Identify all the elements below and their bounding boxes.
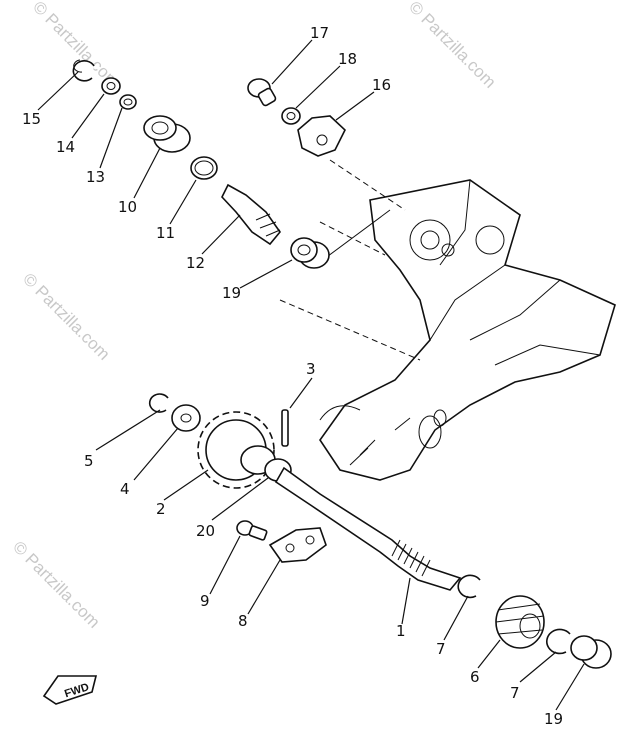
leader-lines	[37, 39, 585, 711]
callout-4: 4	[120, 480, 130, 498]
callout-15: 15	[22, 110, 41, 128]
callout-3: 3	[306, 360, 316, 378]
part-19-bushing-lower	[570, 635, 612, 669]
callout-12: 12	[186, 254, 205, 272]
part-2-gear	[197, 411, 276, 489]
part-11-o-ring	[190, 156, 218, 180]
callout-8: 8	[238, 612, 248, 630]
callout-14: 14	[56, 138, 75, 156]
crankcase-housing	[319, 179, 616, 481]
fwd-arrow: FWD	[42, 675, 98, 705]
part-4-washer	[171, 404, 201, 432]
callout-17: 17	[310, 24, 329, 42]
callout-7-right: 7	[510, 684, 520, 702]
callout-6: 6	[470, 668, 480, 686]
part-18-washer	[281, 107, 301, 125]
callout-1: 1	[396, 622, 406, 640]
part-12-pinion-shaft	[221, 183, 282, 246]
callout-11: 11	[156, 224, 175, 242]
watermark-middle-left: © Partzilla.com	[19, 269, 113, 363]
part-10-housing-bushing	[143, 115, 191, 153]
callout-10: 10	[118, 198, 137, 216]
part-17-bolt	[247, 78, 277, 107]
callout-16: 16	[372, 76, 391, 94]
part-9-bolt	[236, 520, 268, 541]
part-7-circlip-right	[546, 628, 571, 655]
part-3-pin	[281, 409, 289, 447]
callout-19-upper: 19	[222, 284, 241, 302]
callouts: 17 18 16 15 14 13 10 11 12 19 3 5 4 2 20…	[22, 24, 563, 728]
callout-7-left: 7	[436, 640, 446, 658]
callout-13: 13	[86, 168, 105, 186]
callout-20: 20	[196, 522, 215, 540]
part-5-circlip	[148, 393, 169, 413]
part-15-circlip	[72, 59, 95, 82]
watermark-bottom-left: © Partzilla.com	[9, 537, 103, 631]
part-13-o-ring	[119, 94, 137, 110]
part-19-bushing-upper	[290, 237, 330, 269]
callout-2: 2	[156, 500, 166, 518]
part-14-washer	[101, 77, 121, 95]
callout-9: 9	[200, 592, 210, 610]
callout-5: 5	[84, 452, 94, 470]
alignment-lines	[279, 159, 421, 361]
part-7-circlip-left	[457, 574, 481, 599]
callout-18: 18	[338, 50, 357, 68]
part-1-kick-shaft	[274, 466, 462, 591]
part-6-pinion-gear	[495, 595, 545, 649]
callout-19-lower: 19	[544, 710, 563, 728]
part-16-bracket	[297, 115, 346, 157]
part-8-plate	[268, 527, 327, 563]
watermark-top-right: © Partzilla.com	[405, 0, 499, 92]
